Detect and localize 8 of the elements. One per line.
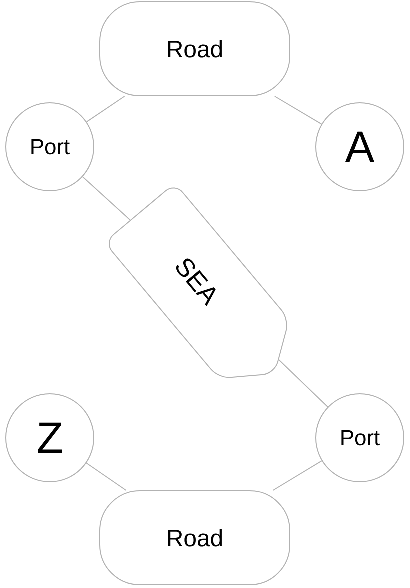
road-box: Road [100,2,290,96]
connector-line [272,460,322,491]
connector-line [278,360,328,408]
connector-line [274,96,322,125]
connector-line [82,176,131,221]
connector-line [86,96,126,123]
road-box: Road [100,490,290,586]
connector-line [86,462,127,491]
